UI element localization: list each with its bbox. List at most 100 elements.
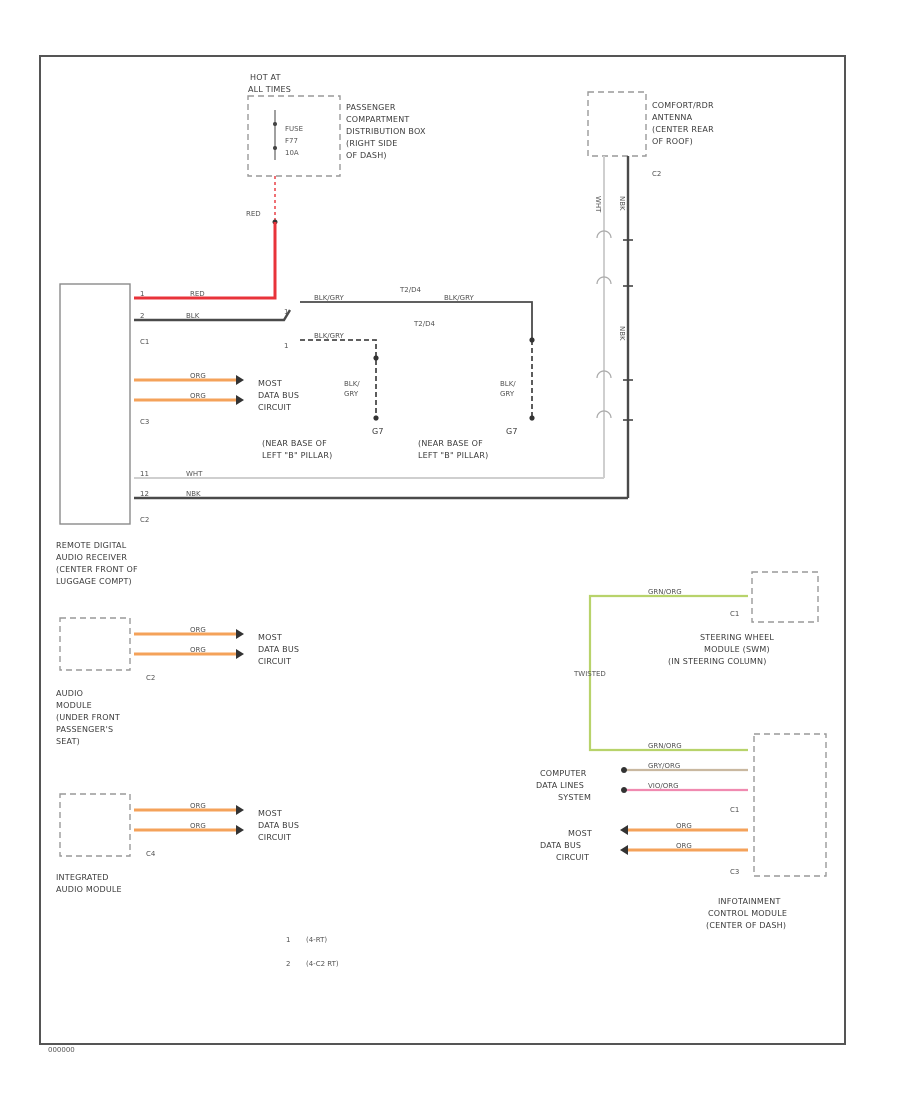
infotainment-c1: C1 [730,806,739,814]
blk-wire-label: BLK [186,312,200,320]
integrated-org-2: ORG [190,822,206,830]
grn-org-label-1: GRN/ORG [648,588,682,596]
coax-wht-label: WHT [594,196,602,213]
radio-wht-label: WHT [186,470,203,478]
info-desc-2: CONTROL MODULE [708,909,787,918]
svg-text:1: 1 [140,290,144,298]
diagram-frame [39,55,846,1045]
coax-nbk-label: NBK [618,196,626,211]
blk-gry-label-1: BLK/GRY [314,294,344,302]
ground-a-3: LEFT "B" PILLAR) [262,451,332,460]
radio-org-2: ORG [190,392,206,400]
red-wire-label-top: RED [246,210,261,218]
steering-module: C1 STEERING WHEEL MODULE (SWM) (IN STEER… [668,571,819,666]
grn-org-label-2: GRN/ORG [648,742,682,750]
audio-connector: C2 [146,674,155,682]
blk-gry-label-2: BLK/GRY [444,294,474,302]
antenna-desc-2: ANTENNA [652,113,693,122]
radio-desc-1: REMOTE DIGITAL [56,541,127,550]
audio-desc-4: PASSENGER'S [56,725,113,734]
antenna: COMFORT/RDR ANTENNA (CENTER REAR OF ROOF… [587,91,714,178]
audio-module-outline [59,617,131,671]
blk-gry-label-3: BLK/GRY [314,332,344,340]
audio-desc-2: MODULE [56,701,92,710]
audio-desc-3: (UNDER FRONT [56,713,120,722]
infotainment-module: GRY/ORG VIO/ORG COMPUTER DATA LINES SYST… [536,733,827,930]
red-power-wire: RED RED [134,176,278,300]
radio-most-bus: ORG ORG MOST DATA BUS CIRCUIT [134,372,299,412]
ground-b-3: LEFT "B" PILLAR) [418,451,488,460]
integrated-most-1: MOST [258,809,282,818]
info-most-3: CIRCUIT [556,853,589,862]
blk-split-2a: BLK/ [500,380,516,388]
integrated-audio-module: ORG ORG MOST DATA BUS CIRCUIT C4 INTEGRA… [56,793,299,894]
antenna-desc-3: (CENTER REAR [652,125,714,134]
radio-outline [59,283,131,525]
audio-module: ORG ORG MOST DATA BUS CIRCUIT C2 AUDIO M… [56,617,299,746]
frame-code: 000000 [48,1046,75,1054]
radio-receiver: C1 C3 C2 REMOTE DIGITAL AUDIO RECEIVER (… [56,283,149,586]
info-most-1: MOST [568,829,592,838]
ground-a-1: G7 [372,427,384,436]
can-label-2: DATA LINES [536,781,584,790]
audio-most-3: CIRCUIT [258,657,291,666]
svg-text:11: 11 [140,470,149,478]
radio-most-1: MOST [258,379,282,388]
fuse-terminal-top [273,122,277,126]
radio-most-3: CIRCUIT [258,403,291,412]
can-label-1: COMPUTER [540,769,587,778]
antenna-connector: C2 [652,170,661,178]
blk-split-1a: BLK/ [344,380,360,388]
ground-b-1: G7 [506,427,518,436]
fusebox-desc-5: OF DASH) [346,151,387,160]
antenna-outline [587,91,647,157]
radio-desc-3: (CENTER FRONT OF [56,565,138,574]
vio-org-label: VIO/ORG [648,782,679,790]
integrated-desc-1: INTEGRATED [56,873,109,882]
fuse-label-3: 10A [285,149,299,157]
coax-nbk-label-2: NBK [618,326,626,341]
antenna-desc-4: OF ROOF) [652,137,693,146]
steering-desc-3: (IN STEERING COLUMN) [668,657,767,666]
integrated-outline [59,793,131,857]
steering-desc-1: STEERING WHEEL [700,633,774,642]
integrated-desc-2: AUDIO MODULE [56,885,122,894]
blk-split-1b: GRY [344,390,359,398]
steering-desc-2: MODULE (SWM) [704,645,770,654]
radio-desc-4: LUGGAGE COMPT) [56,577,132,586]
fusebox-desc-2: COMPARTMENT [346,115,409,124]
info-most-2: DATA BUS [540,841,581,850]
fusebox-outline [247,95,341,177]
legend: 1 (4-RT) 2 (4-C2 RT) [286,936,339,968]
info-org-2: ORG [676,842,692,850]
ground-a-2: (NEAR BASE OF [262,439,327,448]
legend-text-1: (4-RT) [306,936,327,944]
legend-num-1: 1 [286,936,290,944]
can-label-3: SYSTEM [558,793,591,802]
legend-text-2: (4-C2 RT) [306,960,339,968]
info-org-1: ORG [676,822,692,830]
integrated-most-2: DATA BUS [258,821,299,830]
radio-connector-c2: C2 [140,516,149,524]
audio-desc-1: AUDIO [56,689,83,698]
info-desc-1: INFOTAINMENT [718,897,781,906]
radio-connector-c1: C1 [140,338,149,346]
hot-label-2: ALL TIMES [248,85,291,94]
radio-most-2: DATA BUS [258,391,299,400]
antenna-coax: WHT NBK NBK WHT NBK 11 12 [134,156,633,500]
svg-text:1: 1 [284,308,288,316]
legend-num-2: 2 [286,960,290,968]
audio-most-1: MOST [258,633,282,642]
radio-org-1: ORG [190,372,206,380]
info-desc-3: (CENTER OF DASH) [706,921,786,930]
fuse-label-2: F77 [285,137,298,145]
infotainment-c3: C3 [730,868,739,876]
radio-nbk-label: NBK [186,490,201,498]
audio-most-2: DATA BUS [258,645,299,654]
fusebox-desc-4: (RIGHT SIDE [346,139,398,148]
fuse-label-1: FUSE [285,125,303,133]
hot-label-1: HOT AT [250,73,281,82]
blk-split-2b: GRY [500,390,515,398]
fusebox-desc-1: PASSENGER [346,103,396,112]
